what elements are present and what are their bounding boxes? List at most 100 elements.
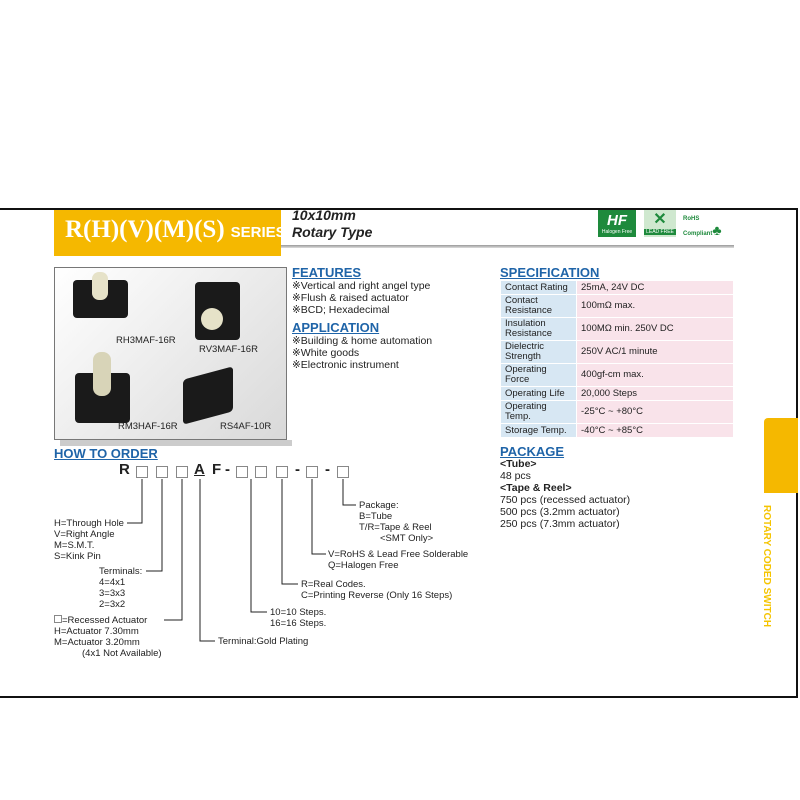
spec-key: Operating Force (501, 364, 576, 386)
product-caption: RV3MAF-16R (199, 344, 258, 355)
spec-value: 25mA, 24V DC (577, 281, 733, 294)
option: 2=3x2 (99, 599, 126, 610)
reel-item: 250 pcs (7.3mm actuator) (500, 518, 620, 530)
option: Package: (359, 500, 399, 511)
option: =Recessed Actuator (62, 615, 148, 626)
photo-shadow (60, 440, 292, 446)
features-section: FEATURES ※Vertical and right angel type … (292, 265, 432, 371)
spec-key: Operating Life (501, 387, 576, 400)
option: H=Through Hole (54, 518, 124, 529)
lead-text: LEAD FREE (644, 229, 676, 235)
product-caption: RS4AF-10R (220, 421, 272, 432)
spec-key: Dielectric Strength (501, 341, 576, 363)
code-a: A (194, 461, 205, 478)
spec-value: -25°C ~ +80°C (577, 401, 733, 423)
code-r: R (119, 461, 130, 478)
code-box-solder (306, 466, 318, 478)
option: C=Printing Reverse (Only 16 Steps) (301, 590, 453, 601)
product-photo: RH3MAF-16R RV3MAF-16R RM3HAF-16R RS4AF-1… (54, 267, 287, 440)
spec-key: Contact Resistance (501, 295, 576, 317)
option: 10=10 Steps. (270, 607, 327, 618)
option: (4x1 Not Available) (82, 648, 162, 659)
code-box-package (337, 466, 349, 478)
size-label: 10x10mm (292, 207, 356, 223)
reel-item: 500 pcs (3.2mm actuator) (500, 506, 620, 518)
spec-value: -40°C ~ +85°C (577, 424, 733, 437)
connector (311, 479, 326, 555)
spec-value: 250V AC/1 minute (577, 341, 733, 363)
option: 16=16 Steps. (270, 618, 327, 629)
application-item: ※Building & home automation (292, 335, 433, 347)
connector (199, 479, 215, 642)
option: V=Right Angle (54, 529, 115, 540)
product-caption: RM3HAF-16R (118, 421, 178, 432)
connector (250, 479, 267, 613)
code-dash: - (295, 461, 300, 478)
reel-label: <Tape & Reel> (500, 482, 572, 494)
application-title: APPLICATION (292, 320, 380, 335)
feature-item: ※BCD; Hexadecimal (292, 304, 390, 316)
connector (146, 479, 163, 572)
section-tab (764, 418, 798, 493)
actuator-image (201, 308, 223, 330)
option: V=RoHS & Lead Free Solderable (328, 549, 469, 560)
specification-title: SPECIFICATION (500, 265, 600, 280)
application-item: ※Electronic instrument (292, 359, 399, 371)
spec-key: Contact Rating (501, 281, 576, 294)
application-item: ※White goods (292, 347, 360, 359)
rohs-logo: RoHS Compliant♣ (683, 216, 722, 238)
rohs-text: RoHS Compliant (683, 216, 713, 237)
code-box-steps (236, 466, 248, 478)
lead-free-logo: ✕LEAD FREE (644, 210, 676, 237)
frame-top (0, 208, 798, 210)
option: 3=3x3 (99, 588, 126, 599)
option: M=Actuator 3.20mm (54, 637, 140, 648)
codes-options: R=Real Codes.C=Printing Reverse (Only 16… (301, 579, 452, 601)
connector (127, 479, 143, 524)
reel-item: 750 pcs (recessed actuator) (500, 494, 631, 506)
steps-options: 10=10 Steps.16=16 Steps. (270, 607, 326, 629)
option: H=Actuator 7.30mm (54, 626, 139, 637)
option: T/R=Tape & Reel (359, 522, 432, 533)
spec-row: Storage Temp.-40°C ~ +85°C (501, 424, 733, 437)
code-box-terminals (156, 466, 168, 478)
spec-row: Operating Temp.-25°C ~ +80°C (501, 401, 733, 423)
option: <SMT Only> (380, 533, 434, 544)
frame-bottom (0, 696, 798, 698)
option: Q=Halogen Free (328, 560, 399, 571)
spec-value: 20,000 Steps (577, 387, 733, 400)
series-banner: R(H)(V)(M)(S)SERIES (54, 210, 286, 256)
connector (342, 479, 356, 506)
package-section: PACKAGE <Tube> 48 pcs <Tape & Reel> 750 … (500, 444, 631, 530)
empty-box-icon (54, 615, 62, 623)
plating-option: Terminal:Gold Plating (218, 636, 309, 647)
option: M=S.M.T. (54, 540, 95, 551)
type-label: Rotary Type (292, 224, 373, 240)
actuator-image (92, 272, 108, 300)
side-label: ROTARY CODED SWITCH (761, 505, 772, 628)
code-box-actuator (176, 466, 188, 478)
spec-key: Operating Temp. (501, 401, 576, 423)
halogen-text: Halogen Free (601, 229, 633, 235)
code-box-steps (255, 466, 267, 478)
connector (164, 479, 183, 621)
actuator-image (93, 352, 111, 396)
connector (281, 479, 298, 585)
tube-qty: 48 pcs (500, 470, 531, 482)
code-f: F (212, 461, 222, 478)
package-title: PACKAGE (500, 444, 565, 459)
product-caption: RH3MAF-16R (116, 335, 176, 346)
spec-value: 100MΩ min. 250V DC (577, 318, 733, 340)
